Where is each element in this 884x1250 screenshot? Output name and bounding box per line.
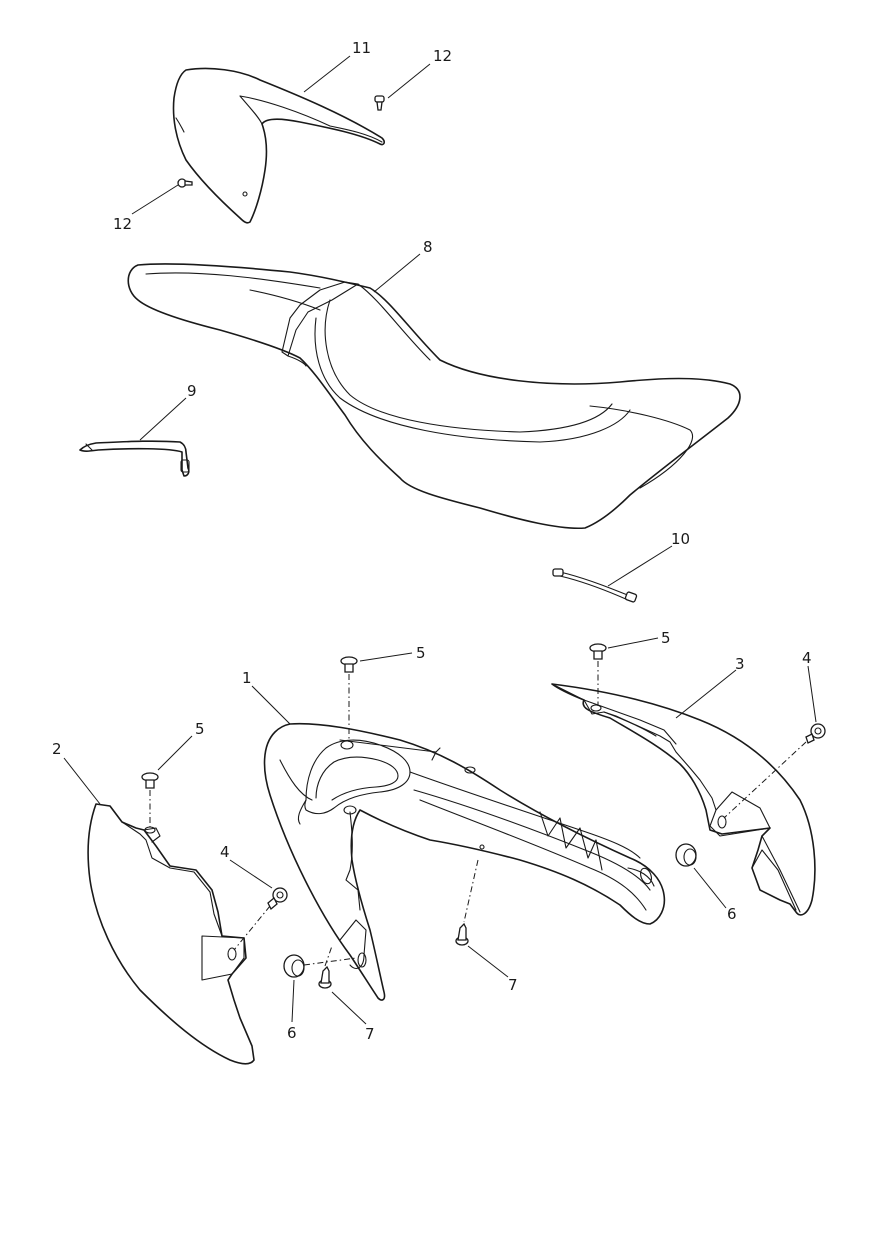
part-4-bolt-right <box>805 723 826 744</box>
part-1-rear-body <box>263 722 666 1001</box>
callout-9: 9 <box>187 382 197 400</box>
callouts: 11 12 12 8 9 10 5 5 5 1 3 4 4 2 6 6 7 7 <box>52 39 812 1043</box>
callout-7: 7 <box>508 976 518 994</box>
part-10-cable <box>552 568 638 603</box>
part-3-right-panel <box>551 683 816 916</box>
part-12-screw-top <box>374 95 385 111</box>
callout-4: 4 <box>802 649 812 667</box>
part-12-screw-left <box>177 178 193 188</box>
callout-5: 5 <box>416 644 426 662</box>
callout-6: 6 <box>727 905 737 923</box>
callout-4: 4 <box>220 843 230 861</box>
callout-3: 3 <box>735 655 745 673</box>
callout-5: 5 <box>195 720 205 738</box>
callout-10: 10 <box>671 530 690 548</box>
part-5-fastener-right <box>589 643 607 660</box>
callout-12: 12 <box>113 215 132 233</box>
part-4-bolt-left <box>267 887 288 911</box>
callout-8: 8 <box>423 238 433 256</box>
callout-5: 5 <box>661 629 671 647</box>
part-7-rivet-left <box>318 965 332 989</box>
part-5-fastener-center <box>340 656 358 673</box>
callout-1: 1 <box>242 669 252 687</box>
assembly-lines <box>149 661 807 967</box>
part-9-strap <box>79 440 190 477</box>
leader-lines <box>63 55 817 1025</box>
callout-7: 7 <box>365 1025 375 1043</box>
callout-11: 11 <box>352 39 371 57</box>
callout-2: 2 <box>52 740 62 758</box>
part-8-seat <box>127 263 741 530</box>
part-6-grommet-right <box>675 843 697 867</box>
callout-6: 6 <box>287 1024 297 1042</box>
part-2-left-panel <box>87 803 255 1065</box>
part-7-rivet-center <box>455 922 469 946</box>
callout-12: 12 <box>433 47 452 65</box>
part-11-seat-cowl <box>172 67 385 224</box>
part-6-grommet-left <box>283 954 305 978</box>
part-5-fastener-left <box>141 772 159 789</box>
